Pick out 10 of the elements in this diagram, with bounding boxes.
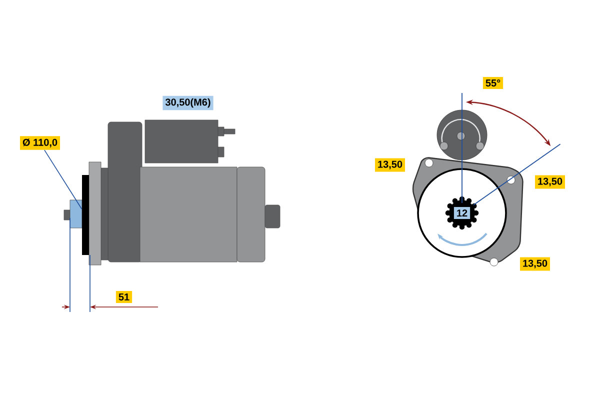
dimension-label: 13,50 bbox=[375, 158, 406, 172]
dimension-label: 13,50 bbox=[535, 175, 566, 189]
dimension-label: 13,50 bbox=[520, 257, 550, 271]
dimension-label: 12 bbox=[454, 207, 470, 219]
flange-face bbox=[82, 175, 89, 255]
dimension-label: Ø 110,0 bbox=[20, 136, 60, 150]
dimension-label: 51 bbox=[116, 291, 132, 303]
leader-line bbox=[44, 150, 82, 210]
dimension-label: 55° bbox=[482, 76, 504, 90]
dimension-label: 30,50(M6) bbox=[162, 96, 214, 110]
